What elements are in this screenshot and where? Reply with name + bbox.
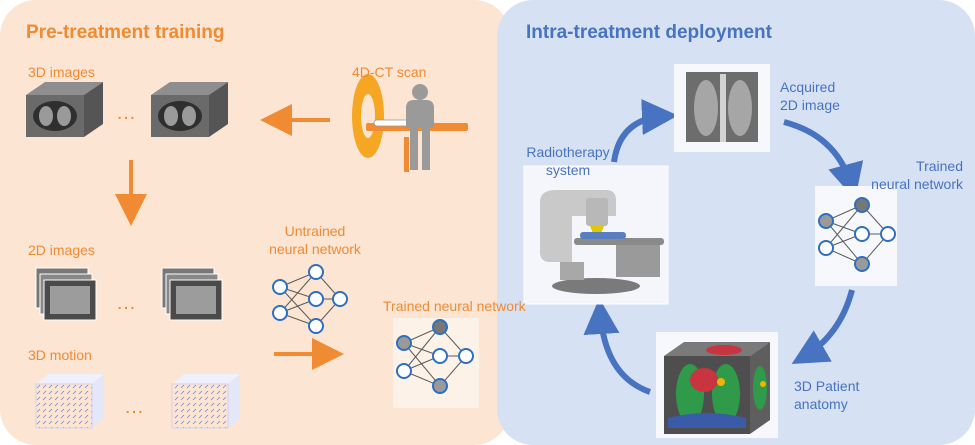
ellipsis: … <box>124 396 144 418</box>
label-untrained-nn: Untrained neural network <box>269 223 361 257</box>
cycle-arrow <box>791 289 855 365</box>
xray-image-icon <box>686 72 758 142</box>
label-4dct-scan: 4D-CT scan <box>352 64 427 80</box>
ct-volume-icon <box>26 82 103 137</box>
trained-network-icon <box>818 197 896 272</box>
label-3d-images: 3D images <box>28 64 95 80</box>
motion-field-icon <box>171 374 240 429</box>
label-patient-anatomy: 3D Patient anatomy <box>794 378 860 412</box>
ellipsis: … <box>116 102 136 124</box>
pretreatment-title: Pre-treatment training <box>26 22 225 43</box>
cycle-arrow <box>611 99 678 163</box>
intratreatment-title: Intra-treatment deployment <box>526 22 772 43</box>
label-3d-motion: 3D motion <box>28 347 92 363</box>
label-acquired-image: Acquired 2D image <box>780 79 840 113</box>
linac-icon <box>540 190 664 294</box>
label-trained-nn-left: Trained neural network <box>383 298 526 314</box>
projection-stack-icon <box>35 267 97 321</box>
trained-network-icon <box>396 319 474 394</box>
untrained-network-icon <box>272 264 348 334</box>
cycle-arrow <box>583 298 652 395</box>
cycle-arrow <box>783 119 864 200</box>
doctor-icon <box>406 84 434 170</box>
motion-field-icon <box>35 374 104 429</box>
ct-volume-icon <box>151 82 228 137</box>
ellipsis: … <box>116 292 136 314</box>
label-2d-images: 2D images <box>28 242 95 258</box>
projection-stack-icon <box>161 267 223 321</box>
anatomy-volume-icon <box>664 342 770 434</box>
label-trained-nn-right: Trained neural network <box>871 158 963 192</box>
label-radiotherapy: Radiotherapy system <box>526 144 610 178</box>
